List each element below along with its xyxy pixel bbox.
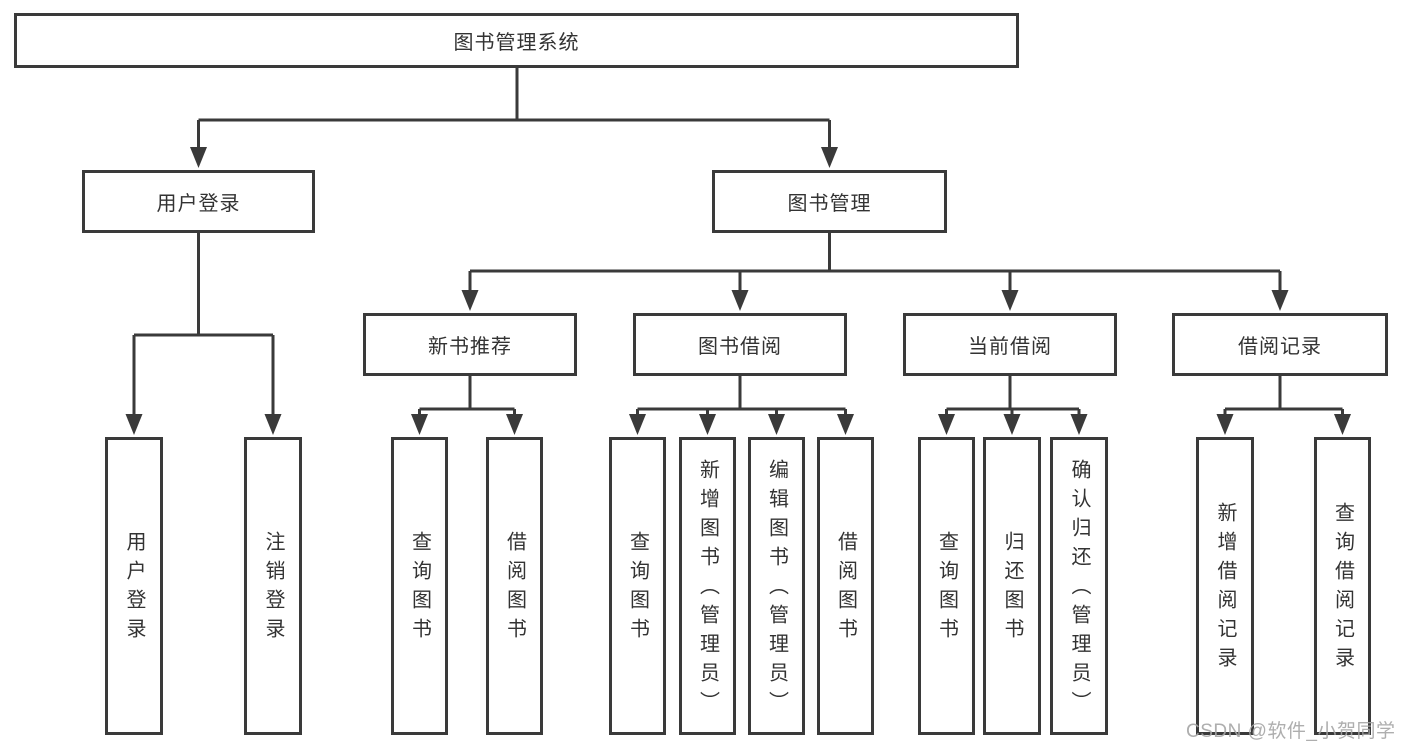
- csdn-watermark: CSDN @软件_小贺同学: [1186, 721, 1396, 742]
- arrowheads: [125, 147, 1351, 435]
- leaf-add-borrow-record: 新增借阅记录: [1196, 437, 1254, 735]
- leaf-add-book-admin: 新增图书（管理员）: [679, 437, 736, 735]
- leaf-query-book-3: 查询图书: [918, 437, 975, 735]
- node-root-system: 图书管理系统: [14, 13, 1019, 68]
- leaf-borrow-book-2: 借阅图书: [817, 437, 874, 735]
- leaf-confirm-return-admin: 确认归还（管理员）: [1050, 437, 1108, 735]
- leaf-logout: 注销登录: [244, 437, 302, 735]
- node-book-borrow: 图书借阅: [633, 313, 847, 376]
- leaf-user-login: 用户登录: [105, 437, 163, 735]
- leaf-query-book-1: 查询图书: [391, 437, 448, 735]
- node-user-login: 用户登录: [82, 170, 315, 233]
- node-current-borrow: 当前借阅: [903, 313, 1117, 376]
- node-borrow-record: 借阅记录: [1172, 313, 1388, 376]
- leaf-query-book-2: 查询图书: [609, 437, 666, 735]
- leaf-borrow-book-1: 借阅图书: [486, 437, 543, 735]
- leaf-return-book: 归还图书: [983, 437, 1041, 735]
- node-book-management: 图书管理: [712, 170, 947, 233]
- node-new-book-recommend: 新书推荐: [363, 313, 577, 376]
- leaf-edit-book-admin: 编辑图书（管理员）: [748, 437, 805, 735]
- leaf-query-borrow-record: 查询借阅记录: [1314, 437, 1371, 735]
